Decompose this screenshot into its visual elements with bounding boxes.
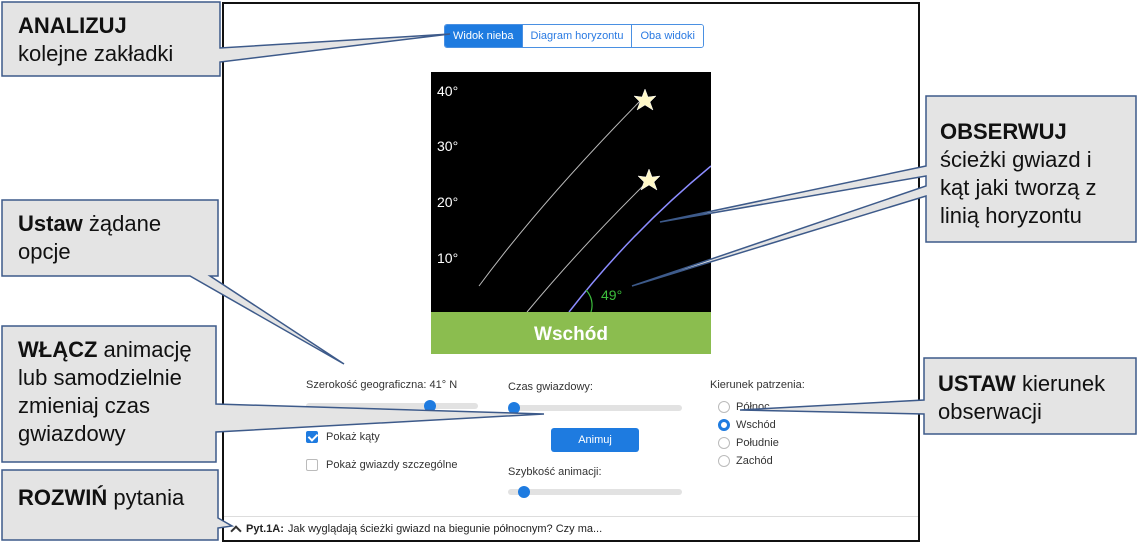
callout-observe-bold: OBSERWUJ [940,119,1067,144]
callout-set-direction: USTAW kierunek obserwacji [928,364,1136,432]
simulation-window: Widok nieba Diagram horyzontu Oba widoki… [222,2,920,542]
sidereal-time-label: Czas gwiazdowy: [508,381,593,393]
star-trail-1 [478,97,644,287]
tab-both-views[interactable]: Oba widoki [631,25,703,47]
callout-expand-text: pytania [113,485,185,510]
callout-set-options-text: żądane opcje [18,211,162,264]
sidereal-time-slider[interactable] [508,402,682,414]
callout-observe-text: ścieżki gwiazd i kąt jaki tworzą z linią… [940,147,1097,228]
radio-unselected[interactable] [718,455,730,467]
direction-option-west[interactable]: Zachód [718,455,773,467]
question-id: Pyt.1A: [246,522,284,535]
direction-option-south[interactable]: Południe [718,437,779,449]
radio-unselected[interactable] [718,437,730,449]
direction-option-east[interactable]: Wschód [718,419,776,431]
direction-option-label: Wschód [736,419,776,431]
direction-option-label: Zachód [736,455,773,467]
show-angles-checkbox[interactable]: Pokaż kąty [306,431,380,443]
callout-enable-text: animację lub samodzielnie zmieniaj czas … [18,337,192,446]
direction-option-north[interactable]: Północ [718,401,770,413]
animation-speed-slider-thumb[interactable] [518,486,530,498]
direction-label: Kierunek patrzenia: [710,379,805,391]
angle-label: 49° [601,287,622,303]
radio-unselected[interactable] [718,401,730,413]
checkbox-unchecked[interactable] [306,459,318,471]
altitude-label-20: 20° [437,194,458,210]
question-text: Jak wyglądają ścieżki gwiazd na biegunie… [287,522,603,535]
question-bar[interactable]: Pyt.1A: Jak wyglądają ścieżki gwiazd na … [224,516,918,540]
callout-set-options: Ustaw żądane opcje [8,204,216,272]
altitude-label-40: 40° [437,83,458,99]
callout-set-direction-bold: USTAW [938,371,1016,396]
show-special-stars-label: Pokaż gwiazdy szczególne [326,459,458,471]
sidereal-time-slider-thumb[interactable] [508,402,520,414]
sky-view[interactable]: 40° 30° 20° 10° 49° Wschód [431,72,711,354]
radio-selected[interactable] [718,419,730,431]
show-special-stars-checkbox[interactable]: Pokaż gwiazdy szczególne [306,459,457,471]
show-angles-label: Pokaż kąty [326,431,380,443]
callout-analyze-text: kolejne zakładki [18,41,174,66]
callout-observe: OBSERWUJ ścieżki gwiazd i kąt jaki tworz… [930,112,1136,236]
callout-enable: WŁĄCZ animację lub samodzielnie zmieniaj… [8,330,216,454]
tab-sky-view[interactable]: Widok nieba [445,25,522,47]
altitude-label-10: 10° [437,250,458,266]
latitude-label: Szerokość geograficzna: 41° N [306,379,458,391]
animation-speed-slider[interactable] [508,486,682,498]
altitude-label-30: 30° [437,138,458,154]
latitude-slider[interactable] [306,400,478,412]
angle-arc [585,289,593,313]
horizon-direction-label: Wschód [534,324,608,345]
chevron-up-icon[interactable] [230,524,242,537]
animation-speed-label: Szybkość animacji: [508,466,602,478]
callout-expand: ROZWIŃ pytania [8,478,218,518]
callout-enable-bold: WŁĄCZ [18,337,98,362]
tab-horizon-diagram[interactable]: Diagram horyzontu [521,25,632,47]
checkbox-checked[interactable] [306,431,318,443]
view-tabs: Widok nieba Diagram horyzontu Oba widoki [444,24,704,48]
latitude-slider-thumb[interactable] [424,400,436,412]
sky-background [431,72,711,312]
callout-set-options-bold: Ustaw [18,211,83,236]
callout-expand-bold: ROZWIŃ [18,485,108,510]
direction-option-label: Północ [736,401,770,413]
callout-analyze-bold: ANALIZUJ [18,13,127,38]
callout-analyze: ANALIZUJ kolejne zakładki [8,6,218,74]
direction-option-label: Południe [736,437,779,449]
callout-set-direction-text: kierunek obserwacji [938,371,1106,424]
animate-button[interactable]: Animuj [551,428,639,452]
